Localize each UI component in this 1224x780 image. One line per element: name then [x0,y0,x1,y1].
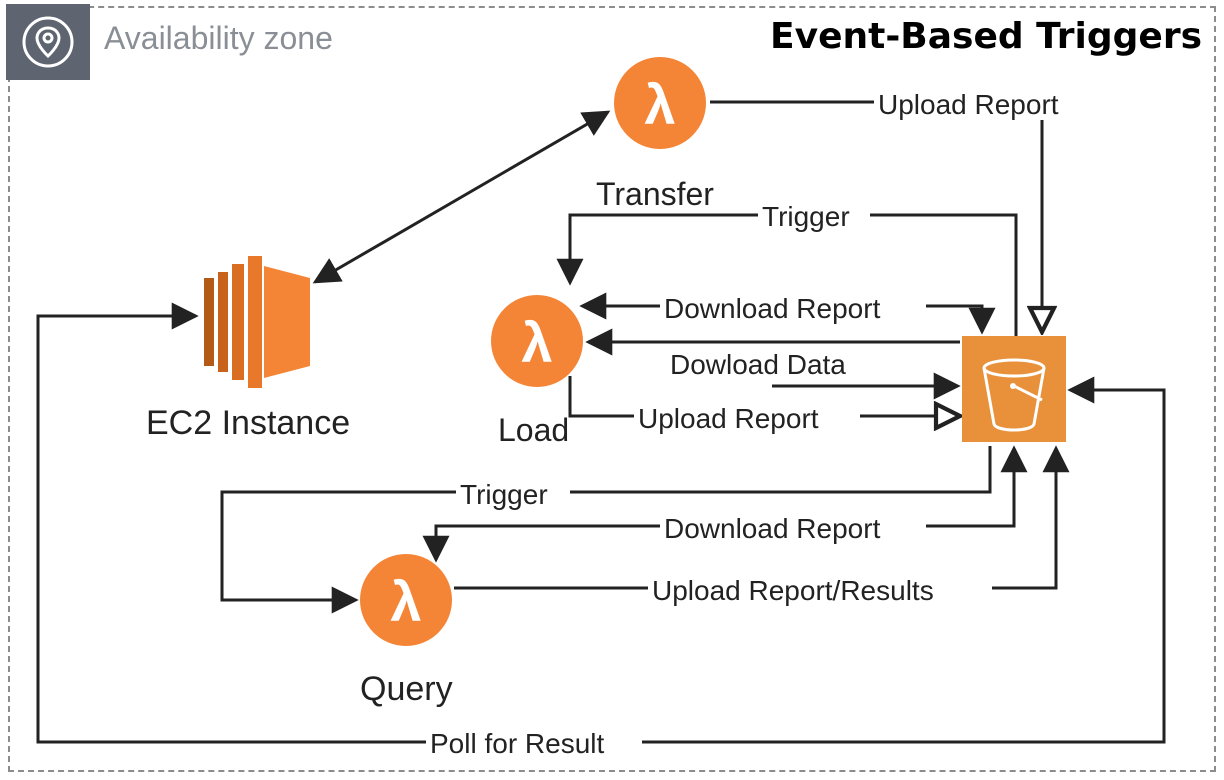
node-label-load: Load [498,412,570,448]
edge-label-transfer-upload-report: Upload Report [878,89,1059,120]
edge-label-query-upload-results: Upload Report/Results [652,575,934,606]
node-label-transfer: Transfer [596,176,714,212]
location-pin-icon [22,16,74,68]
label-bg [758,200,870,232]
availability-zone-badge [6,4,90,80]
label-bg [456,476,570,508]
label-bg [634,400,860,432]
node-label-query: Query [360,670,453,708]
lambda-icon: λ [360,554,452,646]
edge-label-load-download-data: Dowload Data [670,349,846,380]
edge-label-query-trigger: Trigger [460,479,548,510]
svg-text:λ: λ [521,311,552,374]
node-label-ec2: EC2 Instance [146,404,351,442]
s3-bucket-icon [962,336,1066,442]
label-bg [874,86,1098,120]
diagram-title: Event-Based Triggers [770,16,1202,57]
availability-zone-label: Availability zone [104,20,333,56]
svg-text:λ: λ [390,570,421,633]
lambda-icon: λ [614,57,706,149]
availability-zone-frame [8,6,1216,772]
edge-label-load-upload-report: Upload Report [638,403,819,434]
edge-label-poll-for-result: Poll for Result [430,728,605,759]
label-bg [660,510,926,542]
edge-label-query-download-report: Download Report [664,513,881,544]
lambda-icon: λ [491,295,583,387]
label-bg [648,572,992,604]
edge-ec2-transfer [312,110,611,284]
ec2-instance-icon [204,256,310,388]
edge-label-transfer-trigger: Trigger [762,201,850,232]
edge-label-load-download-report: Download Report [664,293,881,324]
label-bg [660,290,926,322]
label-bg [426,726,642,758]
svg-text:λ: λ [644,73,675,136]
